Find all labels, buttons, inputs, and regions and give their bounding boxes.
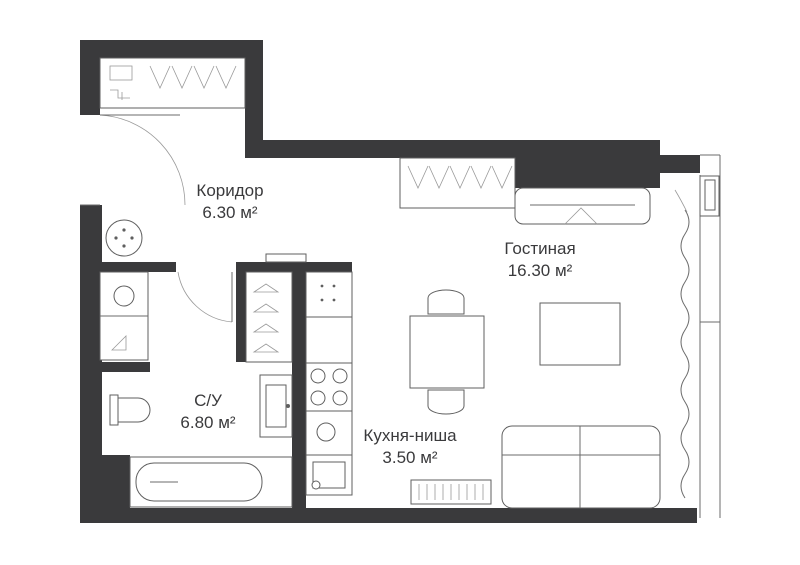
room-label-living-room: Гостиная 16.30 м² — [485, 238, 595, 282]
room-area: 6.30 м² — [202, 203, 258, 222]
room-label-kitchen-niche: Кухня-ниша 3.50 м² — [350, 425, 470, 469]
bathroom-furniture — [99, 271, 293, 508]
room-area: 3.50 м² — [382, 448, 438, 467]
room-label-bathroom: С/У 6.80 м² — [168, 390, 248, 434]
room-area: 16.30 м² — [507, 261, 573, 280]
room-label-corridor: Коридор 6.30 м² — [185, 180, 275, 224]
living-room-furniture — [399, 157, 661, 509]
walls — [80, 40, 700, 523]
room-name: С/У — [194, 391, 222, 410]
room-name: Гостиная — [504, 239, 576, 258]
window-frame — [674, 154, 721, 518]
room-name: Коридор — [196, 181, 264, 200]
kitchen-furniture — [305, 271, 492, 505]
corridor-furniture — [80, 57, 246, 323]
room-area: 6.80 м² — [180, 413, 236, 432]
wardrobe — [245, 253, 307, 363]
room-name: Кухня-ниша — [363, 426, 457, 445]
